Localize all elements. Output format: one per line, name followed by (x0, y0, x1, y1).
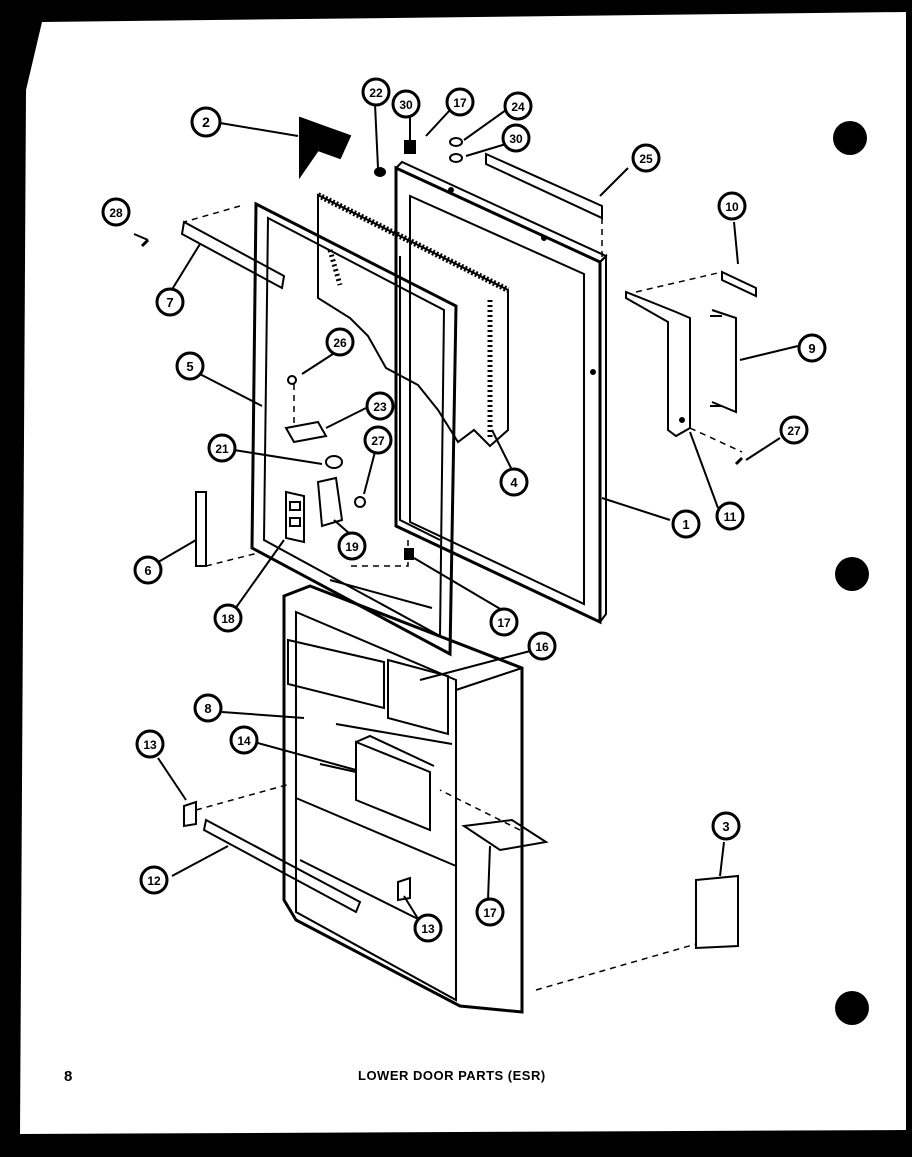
binder-hole-bottom (835, 991, 869, 1025)
part-16-tray (461, 818, 549, 852)
callout-14: 14 (229, 725, 259, 755)
callout-leaders (133, 103, 799, 923)
svg-text:14: 14 (237, 734, 251, 748)
callout-3: 3 (711, 811, 741, 841)
callout-19: 19 (337, 531, 367, 561)
svg-text:17: 17 (453, 96, 467, 110)
callout-13-left: 13 (135, 729, 165, 759)
binder-hole-top (833, 121, 867, 155)
callout-25: 26 (325, 327, 355, 357)
callout-23: 24 (503, 91, 533, 121)
diagram-caption: LOWER DOOR PARTS (ESR) (358, 1068, 546, 1083)
callout-bubbles: 2 22 30 17 24 30 25 28 7 10 9 5 26 23 27… (101, 77, 827, 943)
callout-5: 5 (175, 351, 205, 381)
svg-text:5: 5 (186, 359, 193, 374)
svg-text:18: 18 (221, 612, 235, 626)
paper-area (20, 12, 906, 1134)
svg-text:7: 7 (166, 295, 173, 310)
svg-text:2: 2 (202, 114, 210, 130)
callout-20: 21 (207, 433, 237, 463)
callout-30-left: 30 (391, 89, 421, 119)
svg-text:10: 10 (725, 200, 739, 214)
svg-text:19: 19 (345, 540, 359, 554)
callout-24: 25 (631, 143, 661, 173)
callout-9: 9 (797, 333, 827, 363)
part-13-clip-right (397, 876, 411, 902)
svg-text:8: 8 (204, 701, 211, 716)
svg-text:22: 22 (369, 86, 383, 100)
part-7-trim (180, 220, 286, 290)
part-25-screw (287, 375, 297, 385)
svg-text:1: 1 (682, 517, 689, 532)
svg-text:6: 6 (144, 563, 151, 578)
part-9-handle (710, 309, 737, 414)
callout-4: 4 (499, 467, 529, 497)
svg-text:26: 26 (333, 336, 347, 350)
svg-text:30: 30 (399, 98, 413, 112)
part-10-trim-strip (721, 270, 757, 298)
svg-text:13: 13 (143, 738, 157, 752)
callout-6: 6 (133, 555, 163, 585)
part-3-foam-block (695, 874, 739, 950)
part-14-housing (319, 734, 435, 832)
svg-text:17: 17 (483, 906, 497, 920)
callout-7: 7 (155, 287, 185, 317)
svg-text:23: 23 (373, 400, 387, 414)
svg-text:28: 28 (109, 206, 123, 220)
callout-26: 27 (779, 415, 809, 445)
svg-text:27: 27 (371, 434, 385, 448)
callout-8: 8 (193, 693, 223, 723)
svg-text:13: 13 (421, 922, 435, 936)
svg-text:30: 30 (509, 132, 523, 146)
callout-2: 2 (190, 106, 222, 138)
assembly-guides (183, 205, 743, 991)
svg-text:24: 24 (511, 100, 525, 114)
svg-text:21: 21 (215, 442, 229, 456)
part-1-door-panel (394, 160, 608, 625)
callout-10: 10 (717, 191, 747, 221)
svg-text:27: 27 (787, 424, 801, 438)
binder-hole-middle (835, 557, 869, 591)
part-8-lower-liner (282, 579, 524, 1014)
svg-text:4: 4 (510, 475, 518, 490)
part-4-insulation (316, 192, 510, 448)
callout-11: 11 (715, 501, 745, 531)
callout-17-bottom: 17 (489, 607, 519, 637)
svg-text:25: 25 (639, 152, 653, 166)
svg-text:11: 11 (724, 510, 737, 524)
callout-27: 27 (363, 425, 393, 455)
callout-1: 1 (671, 509, 701, 539)
part-11-bracket (625, 290, 691, 438)
svg-text:3: 3 (722, 819, 729, 834)
callout-12: 12 (139, 865, 169, 895)
callout-13-right: 13 (413, 913, 443, 943)
part-2-cap (299, 116, 352, 180)
callout-15: 16 (527, 631, 557, 661)
page-number: 8 (64, 1068, 73, 1085)
svg-text:17: 17 (497, 616, 511, 630)
part-18-switch-plate (285, 490, 305, 544)
svg-text:16: 16 (535, 640, 549, 654)
part-19-switch (316, 476, 344, 528)
part-27-screw (354, 496, 366, 508)
callout-22: 23 (365, 391, 395, 421)
part-22-bracket (284, 420, 328, 444)
callout-21: 22 (361, 77, 391, 107)
svg-text:9: 9 (808, 341, 815, 356)
part-13-clip-left (183, 800, 197, 828)
callout-28: 28 (101, 197, 131, 227)
callout-30-right: 30 (501, 123, 531, 153)
small-fasteners (140, 137, 744, 560)
part-12-rail (202, 818, 362, 914)
callout-17-top: 17 (445, 87, 475, 117)
callout-18: 18 (213, 603, 243, 633)
callout-16: 17 (475, 897, 505, 927)
part-20-knob (325, 455, 343, 469)
svg-text:12: 12 (147, 874, 161, 888)
